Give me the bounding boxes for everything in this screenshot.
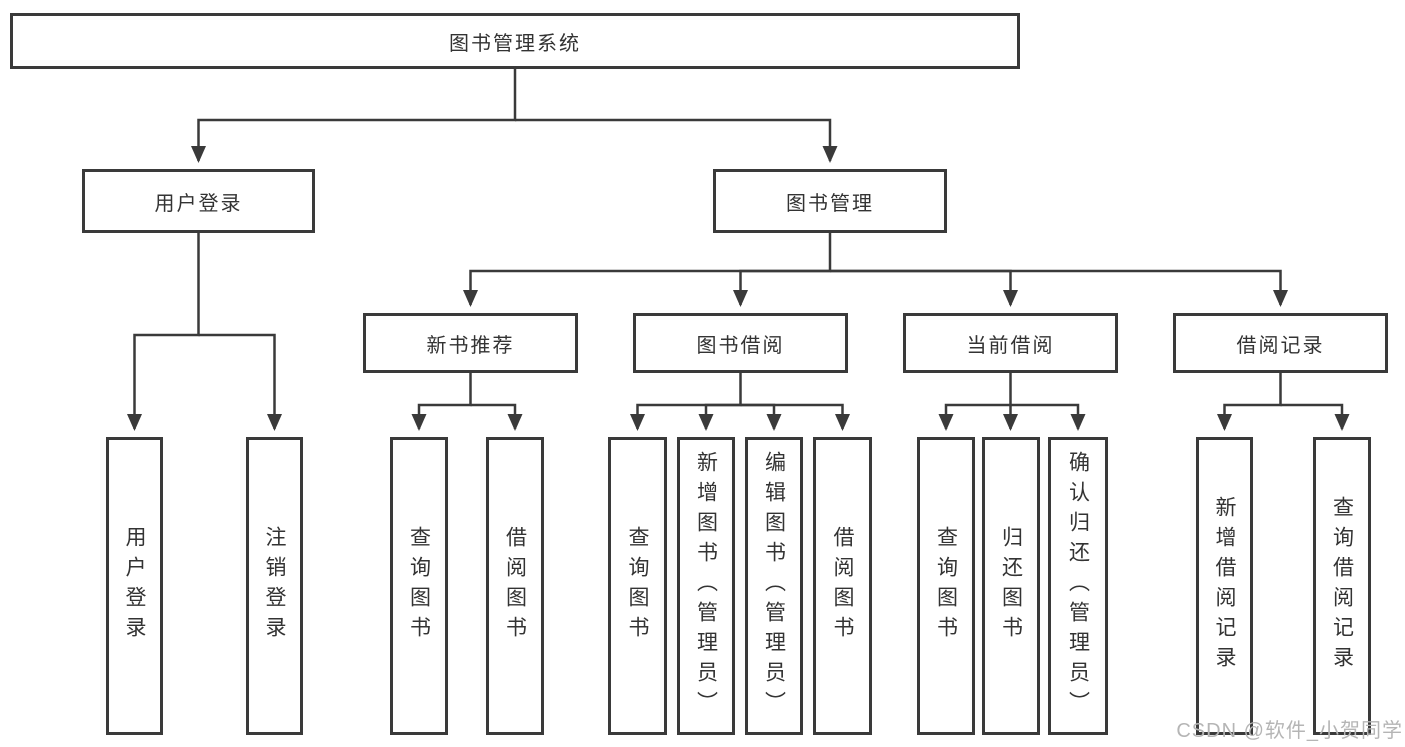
leaf-return-books: 归还图书: [982, 437, 1040, 735]
node-current-borrow: 当前借阅: [903, 313, 1118, 373]
leaf-query-books-recommend: 查询图书: [390, 437, 448, 735]
node-library-system: 图书管理系统: [10, 13, 1020, 69]
leaf-add-borrow-record: 新增借阅记录: [1196, 437, 1253, 735]
leaf-user-login: 用户登录: [106, 437, 163, 735]
node-book-management: 图书管理: [713, 169, 947, 233]
leaf-query-borrow-record: 查询借阅记录: [1313, 437, 1371, 735]
node-borrow-records: 借阅记录: [1173, 313, 1388, 373]
leaf-edit-books-admin: 编辑图书（管理员）: [745, 437, 803, 735]
node-user-login: 用户登录: [82, 169, 315, 233]
leaf-add-books-admin: 新增图书（管理员）: [677, 437, 735, 735]
leaf-borrow-books-recommend: 借阅图书: [486, 437, 544, 735]
csdn-watermark: CSDN @软件_小贺同学: [1176, 720, 1403, 742]
node-new-book-recommend: 新书推荐: [363, 313, 578, 373]
node-book-borrow: 图书借阅: [633, 313, 848, 373]
leaf-query-books-current: 查询图书: [917, 437, 975, 735]
leaf-borrow-books: 借阅图书: [813, 437, 872, 735]
leaf-confirm-return-admin: 确认归还（管理员）: [1048, 437, 1108, 735]
leaf-query-books-borrow: 查询图书: [608, 437, 667, 735]
leaf-logout: 注销登录: [246, 437, 303, 735]
